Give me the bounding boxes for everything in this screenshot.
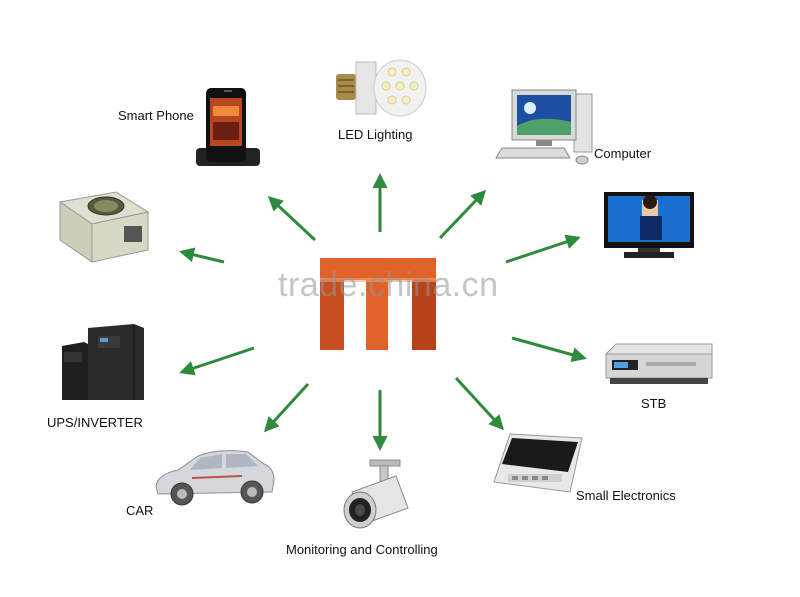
arrow-to-small-electronics (454, 376, 505, 431)
desktop-computer-icon (495, 89, 593, 165)
label-car: CAR (126, 503, 154, 518)
arrow-to-psu (179, 247, 225, 264)
arrow-to-car (263, 382, 310, 433)
power-supply-icon (58, 191, 150, 263)
induction-cooker-icon (493, 433, 583, 493)
arrow-to-computer (438, 189, 487, 240)
ups-inverter-icon (62, 324, 144, 400)
security-camera-icon (343, 459, 409, 529)
label-ups-inverter: UPS/INVERTER (47, 415, 143, 430)
label-small-electronics: Small Electronics (576, 488, 676, 503)
smart-phone-icon (196, 88, 260, 166)
arrow-to-stb (511, 336, 587, 363)
label-smart-phone: Smart Phone (118, 108, 194, 123)
arrow-to-ups (179, 346, 255, 376)
label-computer: Computer (594, 146, 652, 161)
car-icon (155, 450, 275, 506)
arrow-to-tv (505, 234, 581, 264)
label-led-lighting: LED Lighting (338, 127, 413, 142)
led-bulb-icon (336, 59, 427, 117)
arrow-to-smart-phone (267, 195, 317, 242)
set-top-box-icon (604, 343, 713, 384)
watermark-text: trade.china.cn (278, 266, 499, 304)
label-stb: STB (641, 396, 667, 411)
lcd-tv-icon (604, 192, 694, 258)
label-monitoring: Monitoring and Controlling (286, 542, 438, 557)
brand-logo (320, 258, 436, 350)
